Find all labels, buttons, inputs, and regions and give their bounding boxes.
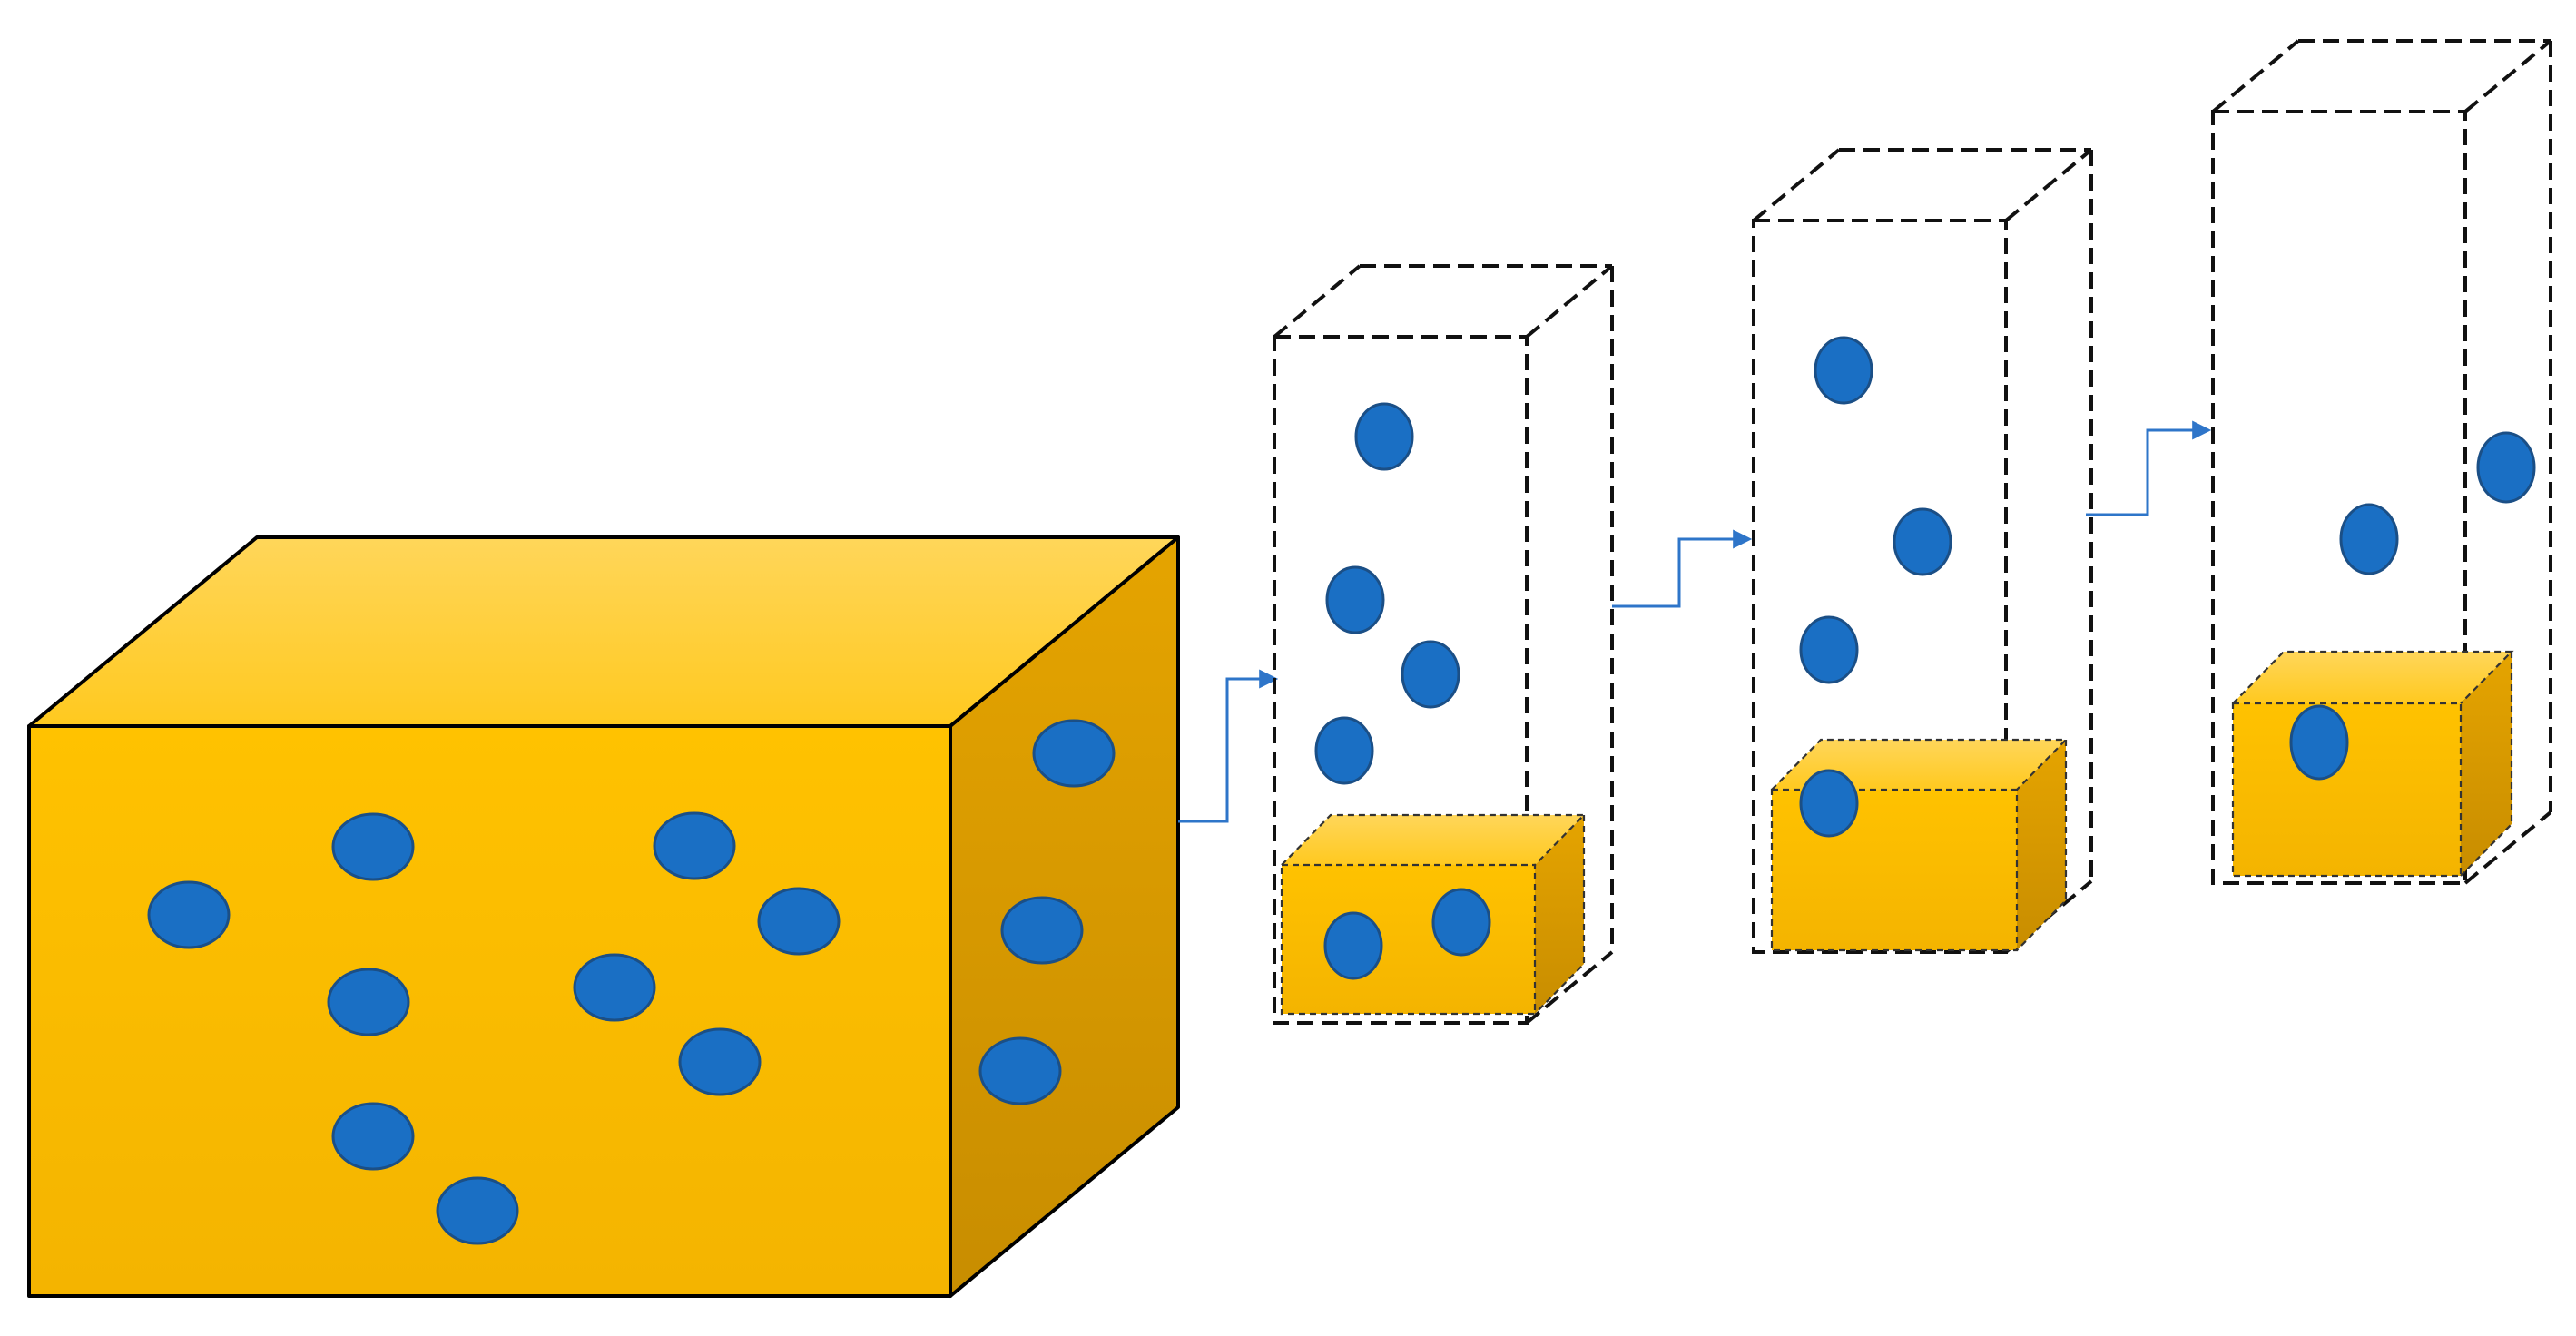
stage-1-floating-particles (1314, 402, 1460, 785)
stage-1 (1273, 264, 1614, 1025)
particle (1000, 896, 1084, 965)
particle (1799, 615, 1859, 684)
connector-arrows (1178, 420, 2212, 823)
particle (1893, 507, 1952, 576)
stage-2-block (1770, 738, 2069, 952)
connector-arrow-icon (2086, 420, 2212, 516)
particle (327, 968, 410, 1036)
particle (147, 880, 231, 949)
connector-arrow-icon (1612, 529, 1753, 608)
stage-2 (1752, 148, 2093, 954)
main-block-particles (147, 719, 1116, 1245)
particle (1431, 888, 1491, 957)
particle (1314, 716, 1374, 785)
stage-1-outline (1273, 264, 1614, 1025)
particle (757, 887, 841, 956)
particle (1401, 640, 1460, 709)
particle (2476, 431, 2536, 504)
particle (1323, 911, 1383, 980)
stage-1-block (1280, 813, 1587, 1016)
particle (1325, 565, 1385, 634)
particle (2339, 503, 2399, 575)
main-block (27, 535, 1180, 1298)
particle (1814, 336, 1873, 405)
stage-3-floating-particles (2339, 431, 2536, 575)
particle (331, 1102, 415, 1171)
stage-3-outline (2211, 39, 2552, 885)
stage-2-floating-particles (1799, 336, 1952, 684)
particle (331, 812, 415, 881)
stage-3-block (2231, 650, 2514, 878)
particle (678, 1027, 762, 1096)
particle (653, 811, 736, 880)
particle (978, 1036, 1062, 1105)
particle (1799, 769, 1859, 838)
particle (1354, 402, 1414, 471)
connector-arrow-icon (1178, 669, 1279, 823)
stage-3 (2211, 39, 2552, 885)
particle (436, 1176, 519, 1245)
particle (573, 953, 656, 1022)
particle (2289, 704, 2349, 781)
particle (1032, 719, 1116, 788)
